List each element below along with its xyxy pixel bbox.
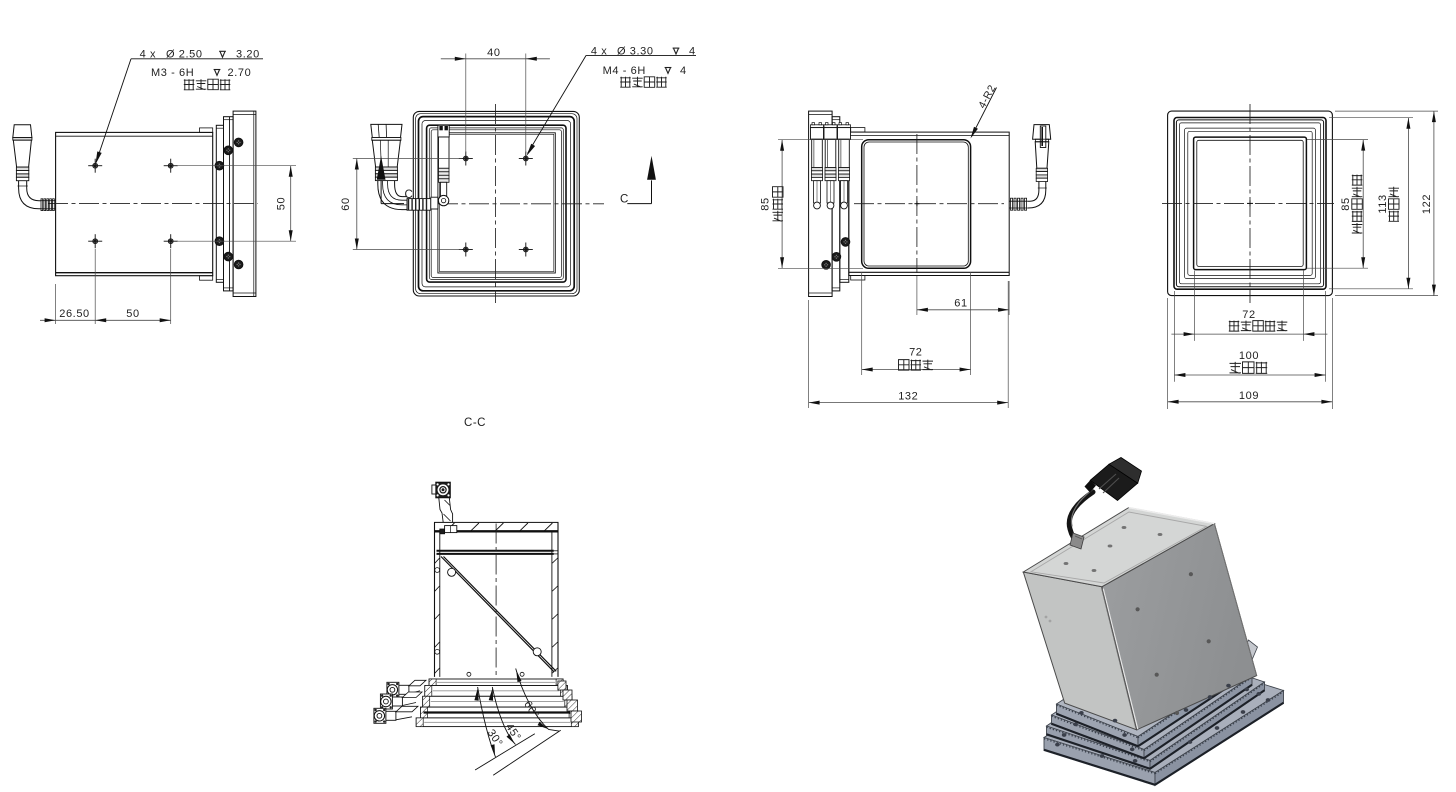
svg-text:C: C (404, 189, 413, 201)
svg-text:Ø 3.30: Ø 3.30 (617, 45, 654, 57)
svg-text:100: 100 (1239, 350, 1259, 362)
svg-text:113: 113 (1377, 194, 1389, 213)
svg-text:M3 - 6H: M3 - 6H (151, 67, 194, 79)
svg-text:132: 132 (898, 390, 918, 402)
svg-text:C-C: C-C (464, 417, 486, 429)
svg-text:Ø 2.50: Ø 2.50 (166, 49, 203, 61)
svg-text:M4 - 6H: M4 - 6H (603, 65, 646, 77)
svg-text:2.70: 2.70 (228, 67, 252, 79)
svg-text:72: 72 (909, 347, 922, 359)
svg-text:3.20: 3.20 (236, 49, 260, 61)
svg-text:26.50: 26.50 (59, 308, 90, 320)
svg-text:40: 40 (487, 47, 500, 59)
svg-text:4 x: 4 x (591, 45, 607, 57)
svg-text:4 x: 4 x (140, 49, 156, 61)
svg-text:4: 4 (680, 65, 687, 77)
svg-text:85: 85 (759, 197, 771, 210)
svg-text:50: 50 (126, 308, 139, 320)
svg-text:50: 50 (275, 197, 287, 210)
svg-text:72: 72 (1242, 309, 1255, 321)
svg-text:122: 122 (1421, 194, 1433, 214)
svg-text:C: C (620, 194, 629, 206)
svg-text:61: 61 (954, 298, 967, 310)
svg-text:60: 60 (340, 197, 352, 210)
svg-text:109: 109 (1239, 390, 1259, 402)
svg-text:85: 85 (1340, 197, 1352, 210)
svg-text:4: 4 (689, 45, 696, 57)
